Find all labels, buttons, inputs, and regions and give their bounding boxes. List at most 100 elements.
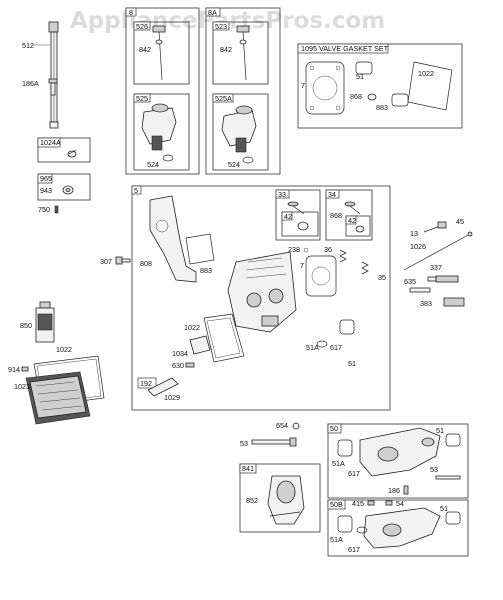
part-54-nut[interactable] (385, 500, 393, 506)
label-1022-c: 1022 (184, 323, 200, 332)
part-1034-bracket[interactable] (189, 335, 211, 355)
part-1022-head-cover-gasket[interactable] (203, 313, 245, 363)
label-13: 13 (410, 229, 418, 238)
label-51-d: 51 (440, 504, 448, 513)
box-8a (205, 7, 281, 175)
label-45: 45 (456, 217, 464, 226)
part-50-intake-manifold[interactable] (359, 427, 441, 477)
label-617-c: 617 (348, 545, 360, 554)
part-852-air-filter-adapter[interactable] (267, 475, 305, 525)
box-5 (131, 185, 391, 411)
part-635-stud[interactable] (409, 287, 431, 293)
label-842-b: 842 (220, 45, 232, 54)
label-617-a: 617 (330, 343, 342, 352)
label-635: 635 (404, 277, 416, 286)
label-51a-b: 51A (306, 343, 319, 352)
part-307-screw[interactable] (115, 256, 131, 265)
part-33-valve[interactable] (287, 201, 305, 215)
part-1023-valve-cover[interactable] (25, 371, 91, 425)
part-525a-oil-fill-tube[interactable] (221, 105, 257, 164)
part-868-seal[interactable] (367, 93, 377, 101)
label-238: 238 (288, 245, 300, 254)
part-35-valve-spring[interactable] (339, 249, 369, 275)
box-526 (133, 21, 190, 85)
box-525 (133, 93, 190, 171)
part-42-seal-a[interactable] (297, 221, 309, 231)
part-883-intake-gasket[interactable] (185, 233, 215, 265)
part-7-cylinder-head-gasket[interactable] (305, 255, 337, 297)
part-617-seal-c[interactable] (356, 526, 368, 534)
part-383-breather[interactable] (443, 297, 465, 307)
part-51-gasket-d[interactable] (445, 511, 461, 525)
part-1022-gasket[interactable] (407, 61, 453, 111)
part-512-dipstick-tube[interactable] (48, 21, 59, 129)
part-337-spark-plug[interactable] (427, 275, 459, 283)
part-1024a-clip[interactable] (67, 149, 77, 158)
part-850-sealant-tube[interactable] (35, 301, 55, 343)
part-53-stud-b[interactable] (435, 475, 461, 480)
part-808-cylinder-baffle[interactable] (149, 195, 197, 283)
part-13-stud[interactable] (423, 221, 447, 233)
label-868-b: 868 (330, 211, 342, 220)
part-525-oil-fill-tube[interactable] (141, 103, 177, 162)
part-883-gasket[interactable] (391, 93, 409, 107)
label-1023: 1023 (14, 382, 30, 391)
box-42-b (345, 215, 371, 237)
label-524-b: 524 (228, 160, 240, 169)
label-808: 808 (140, 259, 152, 268)
label-36: 36 (324, 245, 332, 254)
label-617-b: 617 (348, 469, 360, 478)
label-5: 5 (134, 186, 138, 195)
part-523-dipstick[interactable] (236, 25, 250, 81)
part-34-valve[interactable] (344, 201, 361, 215)
label-33: 33 (278, 190, 286, 199)
part-51-intake-gasket-b[interactable] (339, 319, 355, 335)
part-51-gasket-c[interactable] (445, 433, 461, 447)
part-51a-gasket-d[interactable] (337, 515, 353, 533)
label-51-b: 51 (348, 359, 356, 368)
part-42-seal-b[interactable] (355, 225, 365, 233)
part-617-seal-a[interactable] (316, 340, 328, 348)
part-654-nut[interactable] (292, 422, 300, 430)
label-383: 383 (420, 299, 432, 308)
part-cylinder-head[interactable] (227, 251, 297, 333)
part-7-head-gasket[interactable] (305, 61, 345, 115)
part-943-seal[interactable] (62, 185, 74, 195)
label-8a: 8A (208, 8, 217, 17)
part-51a-gasket-c[interactable] (337, 439, 353, 457)
label-1024a: 1024A (40, 138, 61, 147)
label-186a: 186A (22, 79, 39, 88)
label-7-b: 7 (300, 261, 304, 270)
part-186a-screw[interactable] (48, 78, 58, 96)
label-525a: 525A (215, 94, 232, 103)
part-192-breather-tube[interactable] (147, 377, 179, 397)
box-valve-gasket-set (297, 43, 463, 129)
part-186-screw[interactable] (403, 485, 409, 495)
part-1026-push-rod[interactable] (403, 231, 473, 271)
part-50b-intake-manifold[interactable] (363, 507, 441, 549)
box-42-a (281, 211, 319, 237)
part-526-dipstick[interactable] (152, 25, 166, 81)
part-750-pin[interactable] (54, 205, 59, 214)
part-53-stud-a[interactable] (251, 437, 297, 447)
label-965: 965 (40, 174, 52, 183)
part-238-key[interactable] (303, 247, 309, 253)
label-850: 850 (20, 321, 32, 330)
label-526: 526 (136, 22, 148, 31)
box-8 (125, 7, 200, 175)
part-630-screw[interactable] (185, 362, 195, 368)
box-50 (327, 423, 469, 499)
part-415-screw[interactable] (367, 500, 375, 506)
label-51-a: 51 (356, 72, 364, 81)
part-51-gasket[interactable] (355, 61, 373, 75)
box-34 (325, 189, 373, 241)
box-841 (239, 463, 321, 533)
label-35: 35 (378, 273, 386, 282)
box-192 (137, 377, 157, 389)
label-51a-c: 51A (332, 459, 345, 468)
label-1034: 1034 (172, 349, 188, 358)
label-186: 186 (388, 486, 400, 495)
part-914-screw[interactable] (21, 366, 29, 372)
label-1026: 1026 (410, 242, 426, 251)
